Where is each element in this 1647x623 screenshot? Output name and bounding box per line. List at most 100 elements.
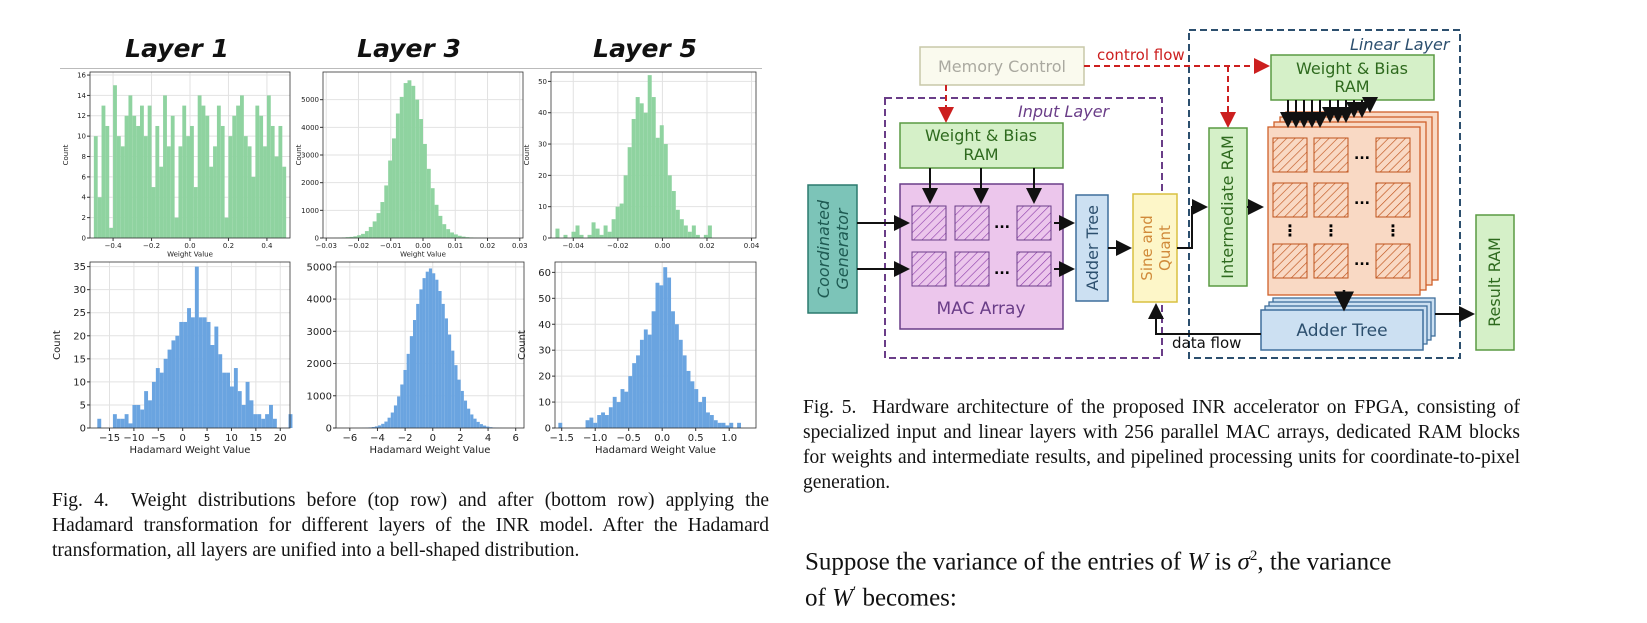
xtick-label-4-5: 4 (485, 433, 491, 444)
sine-label-2: Quant (1156, 225, 1174, 271)
bar-0-6 (116, 136, 121, 238)
xtick-label-4-4: 2 (457, 433, 463, 444)
bar-0-32 (216, 105, 221, 238)
bar-0-2 (101, 105, 106, 238)
bar-5-23 (647, 334, 652, 428)
bar-1-26 (426, 168, 431, 238)
input-wb-label-1: Weight & Bias (925, 126, 1037, 145)
xlabel-1: Weight Value (400, 251, 446, 259)
wb-to-pe-arrows (1280, 97, 1378, 128)
xtick-label-5-5: 1.0 (721, 433, 737, 444)
xtick-label-4-1: −4 (370, 433, 385, 444)
bar-1-22 (411, 85, 416, 238)
ytick-label-5-3: 30 (538, 346, 551, 357)
bar-5-36 (698, 402, 703, 428)
ytick-label-0-4: 8 (82, 153, 86, 161)
ytick-label-1-0: 0 (315, 234, 319, 242)
bar-0-29 (205, 115, 210, 238)
bar-4-15 (400, 384, 404, 428)
ytick-label-5-6: 60 (538, 268, 551, 279)
bar-3-25 (194, 266, 199, 428)
body-line-2: of W′ becomes: (805, 584, 957, 612)
bar-4-13 (393, 405, 398, 428)
bar-4-14 (397, 396, 401, 428)
bar-5-42 (721, 422, 726, 428)
xtick-label-3-7: 20 (274, 433, 287, 444)
bar-0-33 (220, 125, 225, 238)
bar-1-23 (415, 99, 420, 239)
bar-5-44 (729, 422, 734, 428)
bar-1-16 (388, 160, 393, 238)
bar-3-31 (218, 354, 223, 428)
bar-5-26 (659, 285, 664, 428)
bar-0-47 (274, 156, 279, 238)
body-line-1: Suppose the variance of the entries of W… (805, 548, 1392, 576)
bar-4-35 (463, 400, 468, 428)
bar-3-0 (97, 418, 102, 428)
linear-vdots-1: ⋮ (1282, 221, 1298, 240)
intermediate-ram-label: Intermediate RAM (1218, 135, 1237, 279)
bar-5-41 (717, 422, 722, 428)
ytick-label-0-8: 16 (77, 72, 86, 80)
bar-3-14 (151, 381, 156, 428)
linear-mac-cells (1272, 137, 1411, 279)
bar-2-15 (615, 206, 620, 238)
bar-5-8 (589, 417, 594, 428)
bar-2-24 (651, 97, 656, 238)
ytick-label-3-6: 30 (73, 285, 86, 296)
bar-0-25 (190, 125, 194, 238)
bar-1-27 (430, 188, 435, 238)
ylabel-0: Count (62, 144, 70, 165)
bar-1-36 (465, 237, 470, 238)
bar-5-0 (558, 422, 563, 428)
bar-3-13 (148, 400, 152, 428)
bar-1-6 (349, 236, 354, 238)
ytick-label-2-2: 20 (538, 172, 547, 180)
bar-2-27 (663, 144, 668, 238)
bar-0-43 (259, 115, 264, 238)
bar-4-30 (447, 334, 452, 428)
bar-2-8 (587, 234, 592, 238)
bar-2-28 (667, 175, 672, 238)
xlabel-3: Hadamard Weight Value (130, 445, 251, 456)
bar-5-14 (612, 396, 617, 428)
bar-5-21 (639, 339, 644, 428)
mac-to-adder-arrows (1054, 215, 1132, 277)
ytick-label-5-1: 10 (538, 398, 551, 409)
bar-0-48 (278, 125, 283, 238)
ytick-label-1-1: 1000 (301, 207, 319, 215)
ytick-label-1-4: 4000 (301, 124, 319, 132)
xtick-label-1-6: 0.03 (512, 242, 528, 250)
bar-0-11 (136, 125, 140, 238)
bar-0-39 (243, 136, 248, 238)
bar-3-27 (202, 317, 207, 428)
xlabel-0: Weight Value (167, 251, 213, 259)
input-layer-label: Input Layer (1018, 102, 1111, 121)
bar-5-46 (737, 422, 741, 428)
bar-1-29 (438, 215, 443, 238)
bar-3-40 (253, 414, 258, 428)
bar-0-31 (213, 146, 217, 238)
bar-5-38 (706, 412, 710, 428)
sine-label-1: Sine and (1138, 215, 1156, 280)
bar-4-34 (460, 390, 464, 428)
bar-2-30 (675, 209, 680, 238)
linear-wb-label-2: RAM (1334, 77, 1369, 96)
xtick-label-0-0: −0.4 (105, 242, 123, 250)
memory-control-label: Memory Control (938, 57, 1066, 76)
bar-5-16 (620, 389, 625, 428)
xtick-label-2-3: 0.02 (699, 242, 715, 250)
bar-0-45 (266, 95, 271, 238)
bar-4-12 (390, 412, 394, 428)
xtick-label-3-4: 5 (204, 433, 210, 444)
plot-frame-4 (335, 261, 525, 429)
bar-4-10 (384, 421, 388, 428)
bar-3-24 (190, 317, 195, 428)
xtick-label-2-0: −0.04 (563, 242, 585, 250)
bar-0-28 (201, 105, 206, 238)
bar-1-14 (380, 202, 385, 238)
bar-2-4 (571, 231, 576, 238)
bar-4-39 (476, 421, 480, 428)
sine-quant-block (1132, 193, 1178, 303)
linear-wb-label-1: Weight & Bias (1296, 59, 1408, 78)
